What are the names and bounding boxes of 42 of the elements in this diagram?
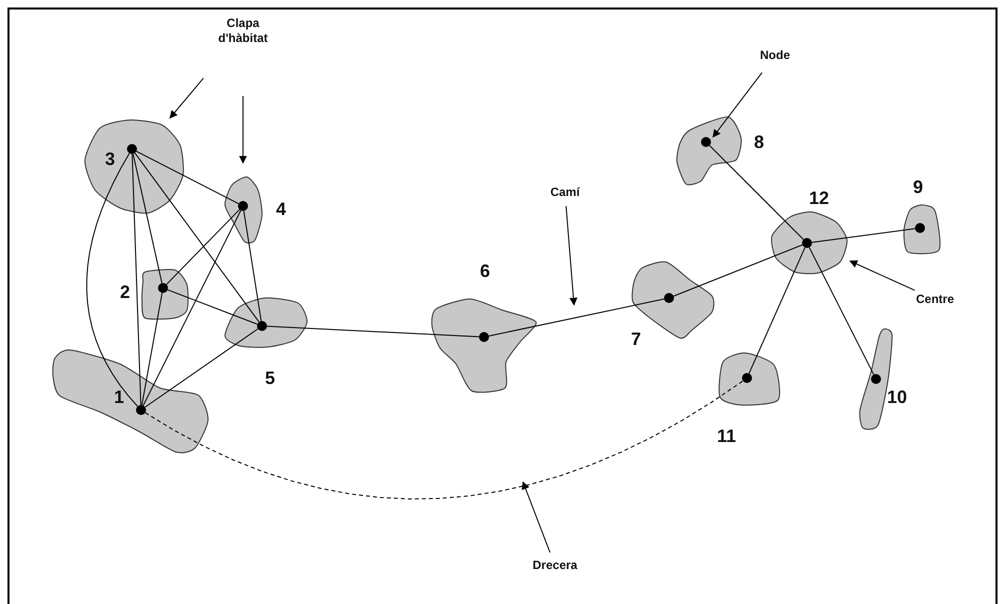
patch-number: 2 [120,283,130,301]
patch-number: 1 [114,388,124,406]
link-line [144,328,258,408]
link-line [141,292,163,406]
link-line [488,298,665,336]
leader-arrow [849,260,916,291]
patch-number: 9 [913,178,924,196]
patch-number: 10 [887,388,908,406]
link-line [673,244,803,297]
dashed-link [144,380,744,500]
leader-arrow [169,78,204,119]
patch-number: 6 [480,262,490,280]
leader-arrow [522,481,550,553]
link-line [86,152,138,407]
leader-arrow [566,205,578,306]
link-line [132,154,142,406]
annotation-label: Clapa d'hàbitat [205,16,281,46]
link-line [808,246,874,376]
leader-arrow [712,72,763,138]
annotation-label: Node [745,48,805,63]
link-line [748,247,806,374]
link-line [167,289,258,325]
link-line [132,153,162,284]
annotation-label: Drecera [520,558,590,573]
patch-number: 3 [105,150,116,168]
link-line [136,150,240,204]
link-line [811,228,916,243]
patch-number: 12 [809,189,830,207]
patch-number: 4 [276,200,286,218]
link-line [243,210,262,322]
link-line [266,326,480,338]
patch-number: 8 [754,133,764,151]
patch-number: 11 [717,427,736,445]
link-line [134,152,260,322]
link-line [709,145,804,240]
patch-number: 5 [265,369,276,387]
patch-number: 7 [631,330,642,348]
annotation-label: Camí [537,185,593,200]
link-line [142,210,242,406]
leader-arrow [239,96,247,164]
link-line [166,209,240,285]
annotation-label: Centre [900,292,970,307]
